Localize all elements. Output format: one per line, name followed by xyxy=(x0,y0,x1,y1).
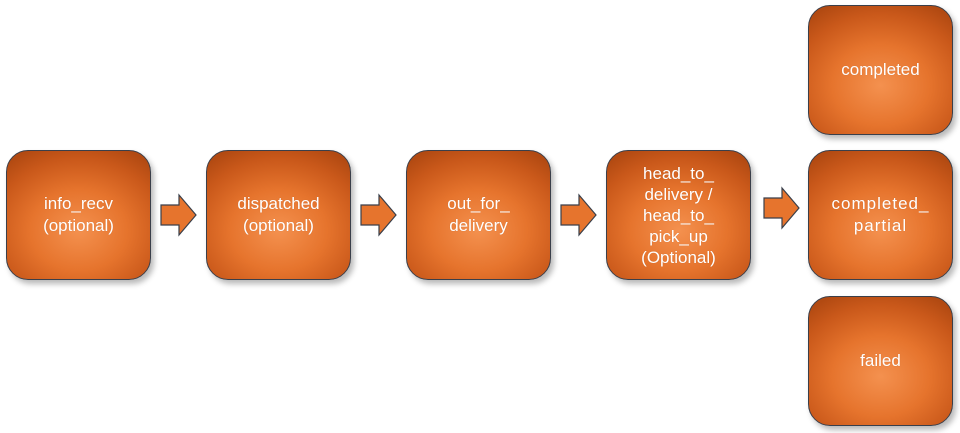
node-completed: completed xyxy=(808,5,953,135)
arrow-dispatched-to-out-for-delivery xyxy=(360,193,397,237)
node-head-to-delivery-or-pickup: head_to_ delivery / head_to_ pick_up (Op… xyxy=(606,150,751,280)
node-completed-partial: completed_ partial xyxy=(808,150,953,280)
node-completed-partial-label: completed_ partial xyxy=(831,194,930,235)
node-completed-label: completed xyxy=(841,60,920,79)
node-info-recv-label: info_recv (optional) xyxy=(43,194,114,235)
node-out-for-delivery-label: out_for_ delivery xyxy=(447,194,510,235)
node-info-recv: info_recv (optional) xyxy=(6,150,151,280)
arrow-head-to-to-completed-partial xyxy=(763,186,800,230)
arrow-info-recv-to-dispatched xyxy=(160,193,197,237)
node-dispatched-label: dispatched (optional) xyxy=(237,194,320,235)
node-failed-label: failed xyxy=(860,351,901,370)
node-head-to-label: head_to_ delivery / head_to_ pick_up (Op… xyxy=(641,163,716,267)
node-out-for-delivery: out_for_ delivery xyxy=(406,150,551,280)
node-failed: failed xyxy=(808,296,953,426)
node-dispatched: dispatched (optional) xyxy=(206,150,351,280)
arrow-out-for-delivery-to-head-to xyxy=(560,193,597,237)
